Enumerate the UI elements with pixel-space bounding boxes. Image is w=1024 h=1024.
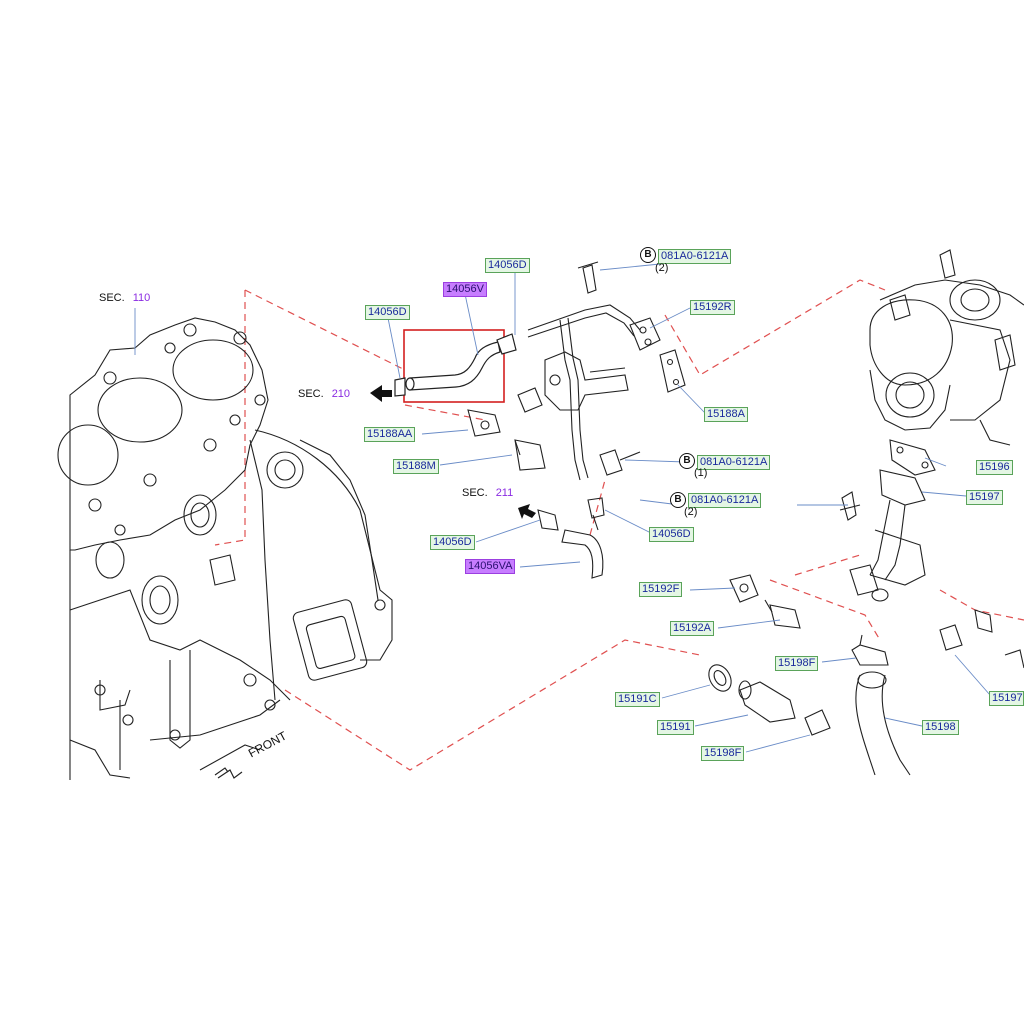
highlight-box xyxy=(403,329,505,403)
bolt-marker-b: B xyxy=(640,247,656,263)
front-arrow-icon xyxy=(217,769,243,779)
part-15192r[interactable]: 15192R xyxy=(690,300,735,315)
part-15198f[interactable]: 15198F xyxy=(701,746,745,761)
part-15192a[interactable]: 15192A xyxy=(670,621,714,636)
part-15188a[interactable]: 15188A xyxy=(704,407,748,422)
part-14056d[interactable]: 14056D xyxy=(430,535,475,550)
part-081a0-6121a[interactable]: 081A0-6121A xyxy=(658,249,732,264)
oil-fittings xyxy=(708,574,1024,736)
part-15198[interactable]: 15198 xyxy=(922,720,959,735)
sec-211-prefix: SEC. xyxy=(462,487,488,499)
part-081a0-6121a[interactable]: 081A0-6121A xyxy=(697,455,771,470)
part-15191c[interactable]: 15191C xyxy=(615,692,660,707)
sec-210-number: 210 xyxy=(331,388,351,400)
qty-label: (1) xyxy=(694,467,708,479)
sec-211-number: 211 xyxy=(495,487,514,499)
sec-110-prefix: SEC. xyxy=(99,292,125,304)
part-081a0-6121a[interactable]: 081A0-6121A xyxy=(688,493,762,508)
part-15198f[interactable]: 15198F xyxy=(775,656,819,671)
section-arrows xyxy=(370,385,536,519)
label-leaders xyxy=(134,263,991,753)
part-15191[interactable]: 15191 xyxy=(657,720,694,735)
part-14056va[interactable]: 14056VA xyxy=(465,559,516,574)
part-15197[interactable]: 15197 xyxy=(989,691,1024,706)
part-15197[interactable]: 15197 xyxy=(966,490,1003,505)
sec-110-label[interactable]: SEC. 110 xyxy=(99,292,150,304)
part-14056d[interactable]: 14056D xyxy=(485,258,530,273)
part-15188m[interactable]: 15188M xyxy=(393,459,439,474)
part-15192f[interactable]: 15192F xyxy=(639,582,683,597)
sec-110-number: 110 xyxy=(132,292,151,304)
part-14056d[interactable]: 14056D xyxy=(649,527,694,542)
turbocharger xyxy=(869,249,1024,446)
sec-210-label[interactable]: SEC. 210 xyxy=(298,388,350,400)
qty-label: (2) xyxy=(684,506,698,518)
sec-211-label[interactable]: SEC. 211 xyxy=(462,487,513,499)
part-15188aa[interactable]: 15188AA xyxy=(364,427,416,442)
sec-210-prefix: SEC. xyxy=(298,388,324,400)
engine-block xyxy=(57,317,393,780)
bolt-marker-b: B xyxy=(670,492,686,508)
oil-return-pipe xyxy=(839,439,936,776)
part-14056v[interactable]: 14056V xyxy=(443,282,487,297)
oil-tube-assembly xyxy=(467,261,686,579)
qty-label: (2) xyxy=(655,262,669,274)
part-14056d[interactable]: 14056D xyxy=(365,305,410,320)
part-15196[interactable]: 15196 xyxy=(976,460,1013,475)
bolt-marker-b: B xyxy=(679,453,695,469)
